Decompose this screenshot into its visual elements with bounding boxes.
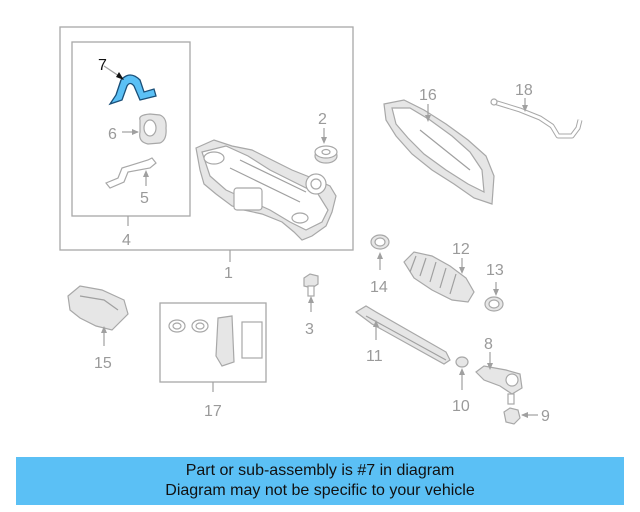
part-3-bolt <box>303 273 319 297</box>
callout-15: 15 <box>94 355 112 372</box>
part-9-nut <box>503 407 521 425</box>
part-7-bracket[interactable] <box>108 74 157 106</box>
part-14-clamp <box>370 234 390 250</box>
arrow-2 <box>321 137 327 144</box>
part-16-heat-shield <box>383 99 495 205</box>
callout-9: 9 <box>541 408 550 425</box>
callout-18: 18 <box>515 82 533 99</box>
banner-line-2: Diagram may not be specific to your vehi… <box>165 482 475 499</box>
arrow-3 <box>308 296 314 303</box>
arrow-18 <box>522 105 528 112</box>
callout-1: 1 <box>224 265 233 282</box>
arrow-5 <box>143 170 149 177</box>
callout-13: 13 <box>486 262 504 279</box>
part-5-plate <box>105 157 157 189</box>
kit-4-box <box>71 41 191 217</box>
arrow-16 <box>425 115 431 122</box>
arrow-7 <box>116 72 124 80</box>
callout-3: 3 <box>305 321 314 338</box>
part-2-seal <box>314 145 338 164</box>
arrow-13 <box>493 289 499 296</box>
info-banner: Part or sub-assembly is #7 in diagram Di… <box>16 457 624 505</box>
part-6-bushing <box>139 113 167 145</box>
callout-17: 17 <box>204 403 222 420</box>
callout-5: 5 <box>140 190 149 207</box>
arrow-14 <box>377 252 383 259</box>
arrow-9 <box>521 412 528 418</box>
banner-line-1: Part or sub-assembly is #7 in diagram <box>185 462 455 479</box>
part-18-hose <box>490 98 583 139</box>
callout-10: 10 <box>452 398 470 415</box>
part-8-tie-rod-end <box>475 365 523 405</box>
arrow-11 <box>373 320 379 327</box>
part-10-nut <box>455 356 469 368</box>
assembly-1-box <box>59 26 354 251</box>
callout-8: 8 <box>484 336 493 353</box>
callout-12: 12 <box>452 241 470 258</box>
part-13-clamp <box>484 296 504 312</box>
part-11-tie-rod <box>354 305 451 365</box>
part-1-steering-gear <box>195 139 337 241</box>
arrow-15 <box>101 326 107 333</box>
callout-6: 6 <box>108 126 117 143</box>
callout-2: 2 <box>318 111 327 128</box>
arrow-10 <box>459 368 465 375</box>
callout-11: 11 <box>366 348 383 365</box>
callout-7: 7 <box>98 57 107 74</box>
part-15-cover <box>67 285 129 331</box>
callout-4: 4 <box>122 232 131 249</box>
part-17-kit <box>159 302 267 383</box>
arrow-8 <box>487 363 493 370</box>
arrow-12 <box>459 267 465 274</box>
callout-16: 16 <box>419 87 437 104</box>
part-12-boot <box>403 251 475 303</box>
arrow-6 <box>132 129 139 135</box>
callout-14: 14 <box>370 279 388 296</box>
